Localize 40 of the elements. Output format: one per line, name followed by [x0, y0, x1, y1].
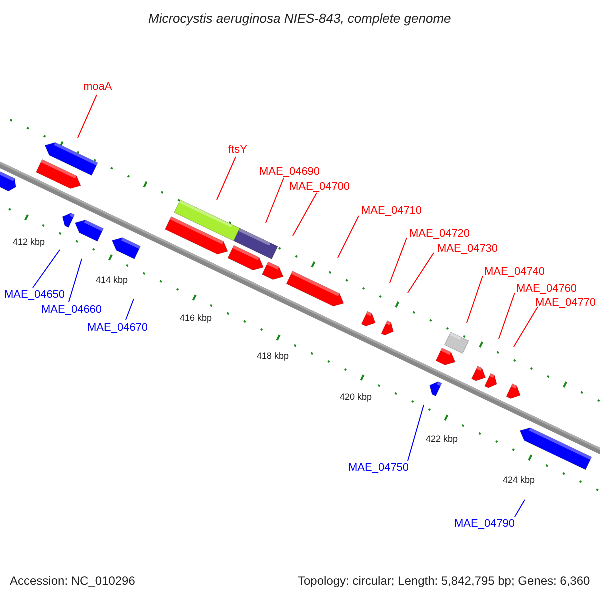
leader-line — [338, 216, 360, 258]
scale-label: 420 kbp — [340, 392, 372, 402]
leader-line — [292, 192, 318, 236]
leader-line — [216, 156, 236, 200]
leader-line — [514, 306, 538, 348]
gene-label: ftsY — [228, 144, 248, 156]
leader-line — [68, 258, 82, 302]
scale-label: 424 kbp — [503, 476, 536, 484]
gene-label: MAE_04690 — [260, 166, 320, 178]
gene-label: MAE_04760 — [516, 284, 578, 294]
leader-line — [390, 238, 408, 284]
gene-label: MAE_04720 — [410, 228, 470, 240]
accession-note: Accession: NC_010296 — [10, 575, 136, 587]
genome-summary: Topology: circular; Length: 5,842,795 bp; Genes: 6,360 — [298, 575, 590, 587]
scale-label: 416 kbp — [180, 314, 212, 322]
diagram-title: Microcystis aeruginosa NIES-843, complete genome — [148, 12, 452, 24]
scale-label: 422 kbp — [426, 434, 458, 444]
gene-label: moaA — [84, 82, 112, 92]
scale-label: 414 kbp — [96, 276, 128, 284]
gene-label: MAE_04670 — [88, 322, 148, 334]
leader-line — [78, 94, 98, 138]
scale-label: 412 kbp — [13, 238, 46, 246]
leader-line — [408, 404, 424, 462]
gene-label: MAE_04740 — [484, 266, 546, 278]
leader-line — [32, 250, 60, 288]
leader-line — [498, 292, 516, 340]
gene-label: MAE_04650 — [4, 290, 66, 300]
gene-label: MAE_04660 — [42, 304, 102, 316]
gene-label: MAE_04730 — [438, 244, 498, 254]
leader-line — [408, 252, 434, 294]
gene-label: MAE_04700 — [290, 182, 350, 192]
gene-label: MAE_04750 — [348, 462, 410, 474]
gene-label: MAE_04790 — [454, 518, 516, 530]
gene-label: MAE_04770 — [536, 298, 596, 308]
gene-label: MAE_04710 — [362, 206, 422, 216]
scale-label: 418 kbp — [257, 352, 290, 360]
leader-line — [126, 298, 134, 320]
leader-line — [514, 500, 526, 518]
leader-line — [466, 276, 484, 324]
leader-line — [266, 178, 284, 224]
